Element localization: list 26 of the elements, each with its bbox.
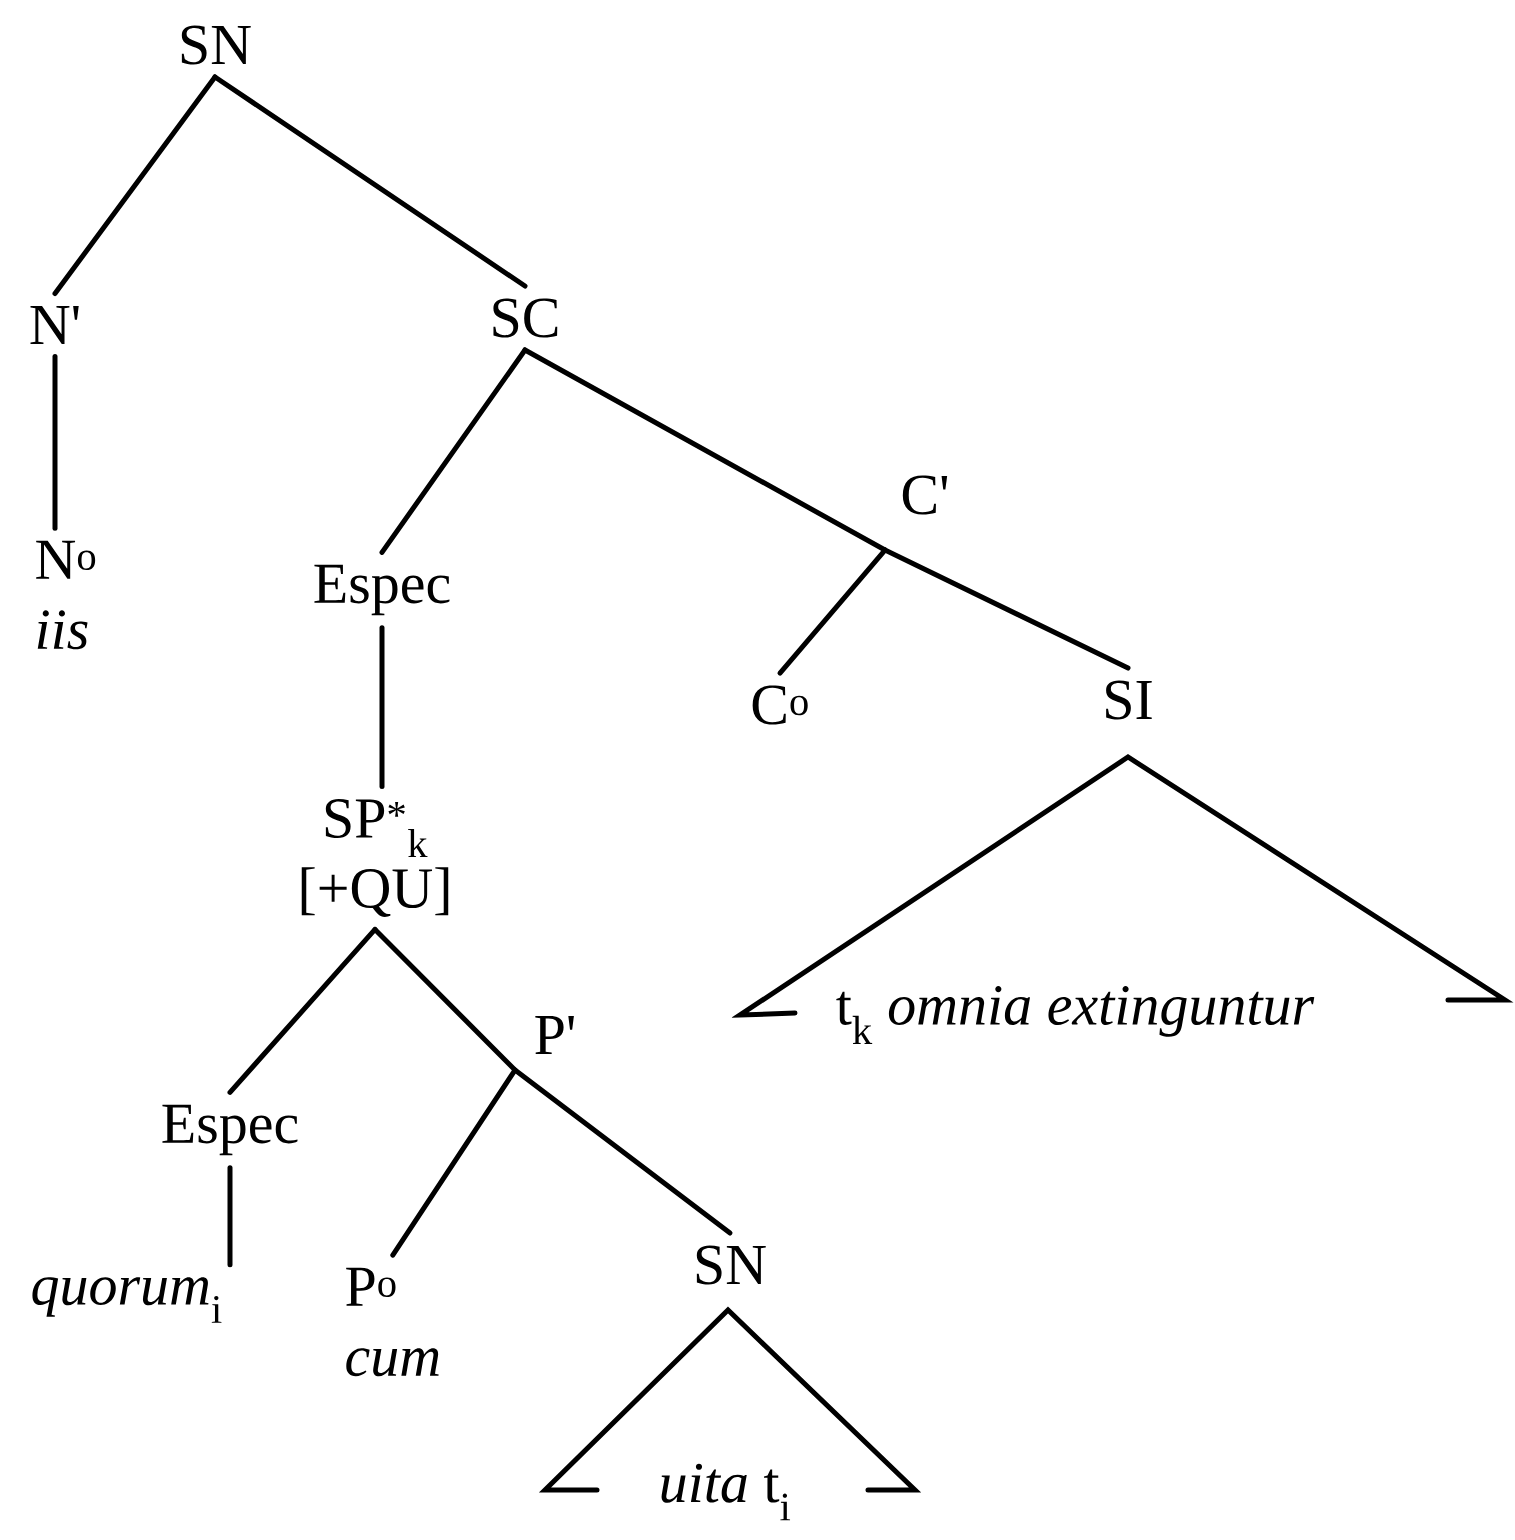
- tree-label: SN: [181, 25, 251, 65]
- tree-branch: [372, 926, 518, 1073]
- triangle: t$_{k}$ omnia extinguntur: [731, 754, 1514, 1044]
- tree-label: SP$^{*}$k [+QU]: [301, 799, 449, 917]
- tree-label: N': [30, 306, 79, 344]
- tree-label: C$^{o}$: [752, 685, 808, 725]
- tree-label: C': [902, 475, 948, 515]
- tree-label: N$^{o}$ iis: [36, 540, 96, 650]
- tree-branch: [52, 354, 58, 531]
- tree-branch: [212, 74, 528, 289]
- tree-label: P': [535, 1016, 574, 1054]
- tree-label: SI: [1106, 680, 1152, 720]
- tree-label: P$^{o}$ cum: [346, 1267, 439, 1377]
- tree-label: SC: [493, 298, 558, 338]
- tree-label: Espec: [162, 1104, 298, 1156]
- tree-branch: [777, 547, 888, 676]
- tree-label: Espec: [314, 564, 450, 616]
- tree-branch: [882, 547, 1131, 671]
- tree-branch: [512, 1067, 733, 1236]
- tree-label: quorum$_{i}$: [32, 1277, 222, 1323]
- tree-branch: [227, 1165, 233, 1268]
- triangle: uita t$_{i}$: [538, 1306, 922, 1521]
- tree-branch: [379, 625, 385, 790]
- tree-branch: [227, 926, 378, 1095]
- tree-label: SN: [696, 1245, 766, 1285]
- tree-branch: [52, 74, 218, 296]
